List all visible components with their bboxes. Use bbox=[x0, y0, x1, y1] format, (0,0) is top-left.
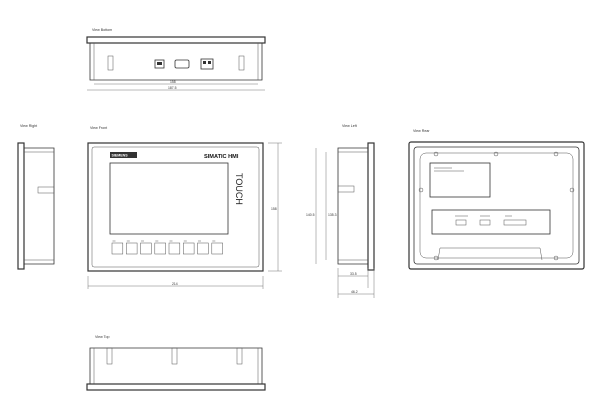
function-key[interactable] bbox=[211, 242, 223, 255]
function-key[interactable] bbox=[154, 242, 166, 255]
left-housing-outline bbox=[337, 147, 368, 265]
view-right: View Right bbox=[17, 124, 55, 270]
view-rear-label: View Rear bbox=[413, 129, 430, 133]
function-key[interactable] bbox=[111, 242, 124, 255]
rear-clip-hole-1 bbox=[433, 151, 439, 157]
bottom-housing-outline bbox=[89, 43, 263, 81]
view-front: View Front SIEMENS SIMATIC HMI TOUCH 214… bbox=[87, 126, 282, 289]
view-left-label: View Left bbox=[342, 124, 357, 128]
rear-clip-hole-4 bbox=[418, 187, 424, 193]
rear-housing bbox=[413, 146, 580, 265]
view-top-label: View Top bbox=[95, 335, 109, 339]
rear-interface-panel bbox=[431, 209, 551, 235]
bottom-clip-2 bbox=[238, 55, 245, 71]
rear-clip-hole-7 bbox=[553, 255, 559, 261]
rear-bottom-recess bbox=[437, 247, 543, 261]
top-clip-2 bbox=[171, 347, 178, 365]
function-key[interactable] bbox=[168, 242, 181, 255]
top-clip-3 bbox=[236, 347, 243, 365]
top-housing-outline bbox=[89, 347, 263, 384]
brand-label: SIMATIC HMI bbox=[204, 154, 239, 160]
function-key[interactable] bbox=[126, 242, 138, 255]
dim-left-height-a: 140.5 bbox=[306, 213, 315, 217]
rear-port-1 bbox=[455, 219, 467, 226]
view-right-label: View Right bbox=[20, 124, 37, 128]
right-housing-outline bbox=[24, 147, 55, 265]
power-terminal-pin-2 bbox=[208, 61, 211, 64]
dim-bottom-inner: 158 bbox=[170, 80, 176, 84]
view-front-label: View Front bbox=[90, 126, 107, 130]
right-clip bbox=[37, 186, 55, 194]
front-bezel-outer bbox=[87, 142, 264, 272]
rear-clip-hole-6 bbox=[433, 255, 439, 261]
view-rear: View Rear bbox=[408, 129, 585, 270]
view-bottom: View Bottom 158 187.5 bbox=[86, 28, 266, 91]
dim-front-height: 158 bbox=[271, 207, 277, 211]
siemens-logo-bg bbox=[110, 152, 137, 158]
view-top: View Top bbox=[86, 335, 266, 391]
dim-bottom-overall: 187.5 bbox=[168, 86, 177, 90]
left-clip bbox=[337, 185, 355, 193]
view-left: View Left 140.5 135.3 33.5 46.2 bbox=[306, 124, 375, 298]
dim-left-height-b: 135.3 bbox=[328, 213, 337, 217]
function-key[interactable] bbox=[183, 242, 195, 255]
rear-port-3 bbox=[503, 219, 527, 226]
dim-front-width: 214 bbox=[172, 282, 178, 286]
bottom-bezel-outline bbox=[86, 36, 266, 44]
usb-port-icon bbox=[154, 59, 165, 69]
power-terminal-pin-1 bbox=[203, 61, 206, 64]
view-bottom-label: View Bottom bbox=[92, 28, 112, 32]
ethernet-port-icon bbox=[174, 59, 190, 69]
rear-clip-hole-3 bbox=[553, 151, 559, 157]
dim-left-depth-b: 46.2 bbox=[351, 290, 358, 294]
siemens-logo: SIEMENS bbox=[112, 154, 129, 158]
front-bezel-inner bbox=[91, 146, 260, 268]
power-terminal-icon bbox=[200, 58, 214, 70]
display-screen bbox=[109, 162, 229, 235]
right-bezel-outline bbox=[17, 142, 25, 270]
rear-clip-hole-5 bbox=[569, 187, 575, 193]
dim-left-depth-a: 33.5 bbox=[350, 272, 357, 276]
left-bezel-outline bbox=[367, 142, 375, 271]
bottom-clip-1 bbox=[107, 55, 114, 71]
touch-label: TOUCH bbox=[234, 173, 244, 205]
rear-clip-hole-2 bbox=[493, 151, 499, 157]
function-keys bbox=[111, 240, 223, 255]
top-clip-1 bbox=[106, 347, 113, 365]
rear-port-2 bbox=[479, 219, 491, 226]
function-key[interactable] bbox=[197, 242, 209, 255]
usb-port-slot bbox=[157, 62, 162, 65]
rear-outer-frame bbox=[408, 141, 585, 270]
rear-inner-recess bbox=[419, 152, 574, 259]
function-key[interactable] bbox=[140, 242, 152, 255]
top-bezel-outline bbox=[86, 383, 266, 391]
rear-nameplate bbox=[429, 162, 491, 198]
